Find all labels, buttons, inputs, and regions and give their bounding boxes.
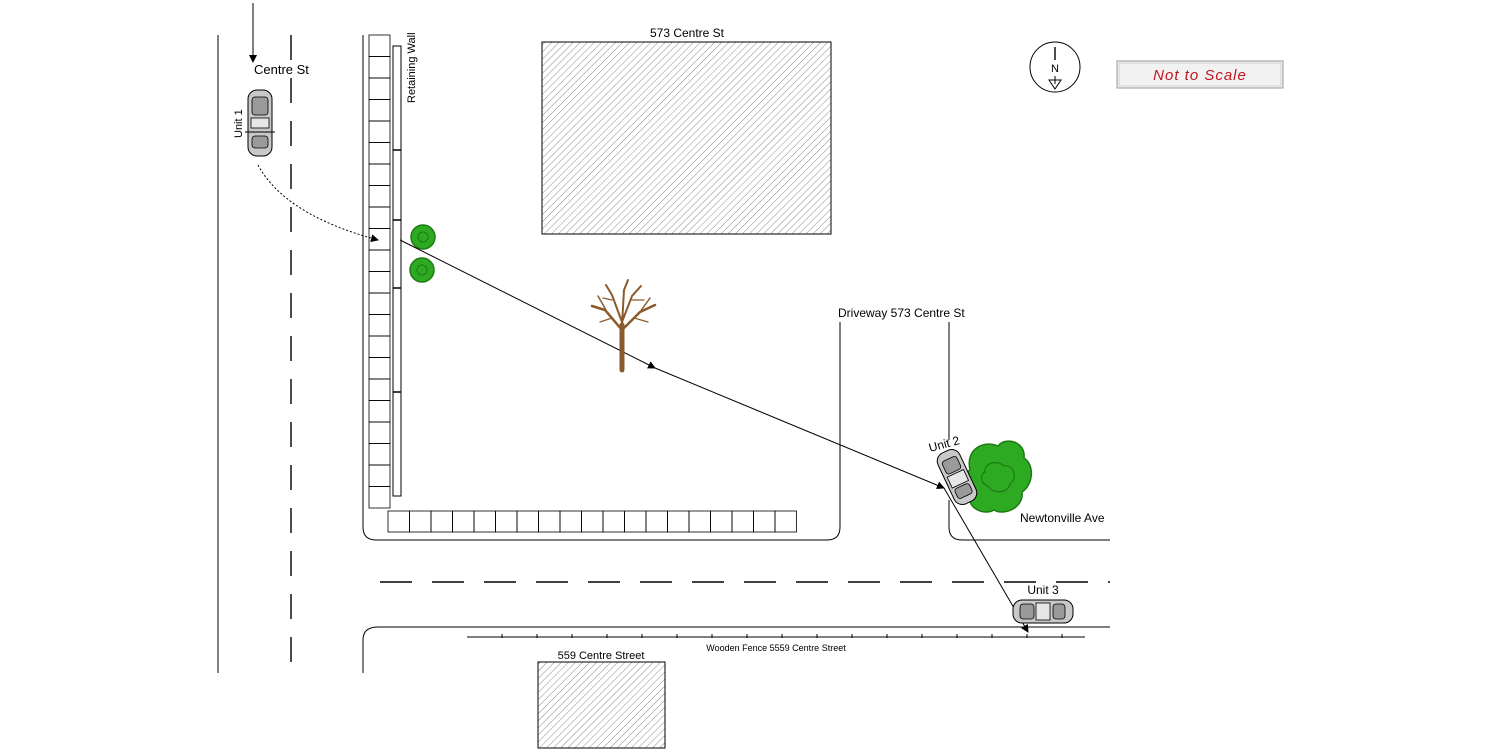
- sidewalk-block: [430, 510, 453, 533]
- sidewalk-block: [753, 510, 776, 533]
- sidewalk-block: [645, 510, 668, 533]
- sidewalk-block: [452, 510, 475, 533]
- retaining-wall: [392, 45, 402, 497]
- wall-block: [368, 249, 391, 272]
- sidewalk-block: [473, 510, 496, 533]
- wall-block: [368, 206, 391, 229]
- wall-block: [368, 120, 391, 143]
- wooden-fence: [467, 634, 1085, 638]
- sidewalk-block: [688, 510, 711, 533]
- sidewalk-block: [710, 510, 733, 533]
- unit-1-path: [257, 164, 379, 243]
- bare-tree-icon: [590, 279, 657, 373]
- wall-block: [368, 378, 391, 401]
- wall-block: [368, 34, 391, 57]
- unit-2-path-b: [654, 367, 945, 490]
- wall-block: [368, 56, 391, 79]
- wall-block: [368, 77, 391, 100]
- sidewalk-block: [774, 510, 797, 533]
- south-curb: [362, 626, 1110, 673]
- wall-block: [368, 357, 391, 380]
- north-label: N: [1051, 63, 1059, 75]
- wooden-fence-label: Wooden Fence 5559 Centre Street: [706, 643, 846, 653]
- sidewalk-block: [387, 510, 410, 533]
- wall-block: [368, 486, 391, 509]
- west-curb: [362, 35, 841, 541]
- wall-block: [368, 292, 391, 315]
- retaining-wall-blocks: [368, 34, 391, 509]
- sidewalk-block: [538, 510, 561, 533]
- sidewalk-blocks: [387, 510, 797, 533]
- sidewalk-block: [516, 510, 539, 533]
- driveway-curb: [948, 500, 1110, 541]
- wall-block: [368, 271, 391, 294]
- sidewalk-block: [667, 510, 690, 533]
- building-573: [541, 41, 832, 235]
- wall-block: [368, 443, 391, 466]
- building-573-label: 573 Centre St: [650, 26, 725, 40]
- driveway-label: Driveway 573 Centre St: [838, 306, 965, 320]
- wall-block: [368, 400, 391, 423]
- unit-2-vehicle-icon: [936, 449, 978, 505]
- sidewalk-block: [731, 510, 754, 533]
- wall-block: [368, 314, 391, 337]
- unit-2-path-a: [399, 239, 656, 369]
- newtonville-ave-label: Newtonville Ave: [1020, 511, 1105, 525]
- wall-block: [368, 228, 391, 251]
- sidewalk-block: [602, 510, 625, 533]
- wall-block: [368, 421, 391, 444]
- shrub-icon: [410, 224, 436, 250]
- not-to-scale-stamp: [1116, 60, 1284, 89]
- bush-icon: [962, 440, 1033, 513]
- centre-st-road: [217, 3, 292, 673]
- building-559-label: 559 Centre Street: [558, 650, 645, 662]
- retaining-wall-label: Retaining Wall: [406, 32, 418, 103]
- sidewalk-block: [624, 510, 647, 533]
- building-559: [537, 661, 666, 749]
- sidewalk-block: [559, 510, 582, 533]
- not-to-scale-label: Not to Scale: [1153, 67, 1247, 84]
- wall-block: [368, 163, 391, 186]
- sidewalk-block: [495, 510, 518, 533]
- wall-block: [368, 335, 391, 358]
- unit-3-vehicle-icon: [1012, 599, 1074, 624]
- unit-1-vehicle-icon: [245, 89, 275, 157]
- wall-block: [368, 99, 391, 122]
- unit-3-label: Unit 3: [1027, 583, 1059, 597]
- wall-block: [368, 185, 391, 208]
- centre-st-label: Centre St: [254, 62, 309, 77]
- wall-block: [368, 464, 391, 487]
- unit-1-label: Unit 1: [233, 109, 245, 138]
- shrub-icon: [409, 257, 435, 283]
- sidewalk-block: [581, 510, 604, 533]
- north-arrow-icon: [1029, 41, 1081, 93]
- sidewalk-block: [409, 510, 432, 533]
- wall-block: [368, 142, 391, 165]
